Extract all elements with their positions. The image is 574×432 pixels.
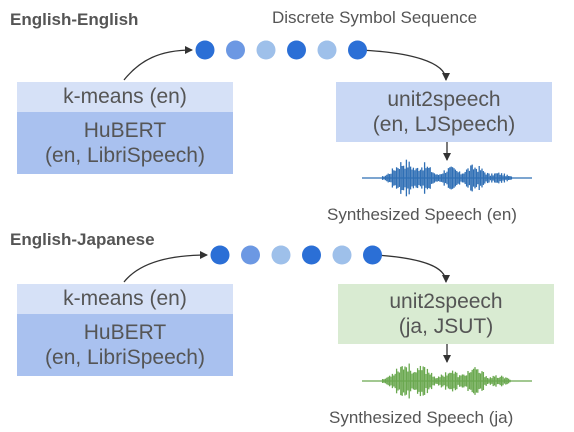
section-title-english-japanese: English-Japanese [10, 230, 155, 249]
symbol-dot-ja-3 [271, 245, 291, 265]
hubert-sublabel: (en, LibriSpeech) [45, 346, 205, 369]
kmeans-box-en-en: k-means (en) [17, 82, 233, 112]
symbol-dot-ja-2 [241, 245, 260, 265]
symbol-dot-ja-1 [210, 245, 230, 265]
symbol-dot-ja-4 [302, 245, 321, 265]
kmeans-label: k-means (en) [63, 287, 187, 311]
synthesized-speech-en-caption: Synthesized Speech (en) [327, 205, 517, 224]
symbol-dot-ja-5 [332, 245, 352, 265]
symbol-sequence-en [195, 40, 367, 60]
kmeans-box-en-ja: k-means (en) [17, 284, 233, 314]
unit2speech-sublabel: (ja, JSUT) [398, 315, 494, 338]
waveform-en-icon [362, 159, 532, 197]
symbol-dot-ja-6 [363, 245, 382, 265]
symbol-dot-en-1 [195, 40, 215, 60]
arrow-encoder-to-symbols-ja [123, 251, 208, 283]
symbol-dot-en-6 [348, 40, 367, 60]
hubert-box-en-en: HuBERT (en, LibriSpeech) [17, 112, 233, 174]
arrow-encoder-to-symbols-en [123, 46, 193, 81]
hubert-label: HuBERT [83, 118, 167, 142]
unit2speech-sublabel: (en, LJSpeech) [372, 113, 516, 136]
section-title-english-english: English-English [10, 10, 139, 29]
sequence-label: Discrete Symbol Sequence [272, 8, 478, 27]
symbol-sequence-ja [210, 245, 382, 265]
hubert-box-en-ja: HuBERT (en, LibriSpeech) [17, 314, 233, 376]
unit2speech-label: unit2speech [387, 87, 501, 111]
hubert-label: HuBERT [83, 320, 167, 344]
waveform-ja-icon [362, 363, 532, 399]
symbol-dot-en-4 [287, 40, 306, 60]
symbol-dot-en-2 [226, 40, 245, 60]
unit2speech-label: unit2speech [389, 289, 503, 313]
synthesized-speech-ja-caption: Synthesized Speech (ja) [329, 408, 514, 427]
symbol-dot-en-5 [317, 40, 337, 60]
unit2speech-box-en: unit2speech (en, LJSpeech) [336, 82, 552, 142]
unit2speech-box-ja: unit2speech (ja, JSUT) [338, 284, 554, 344]
symbol-dot-en-3 [256, 40, 276, 60]
arrow-symbols-to-unit2speech-en [357, 49, 450, 81]
kmeans-label: k-means (en) [63, 85, 187, 109]
arrow-symbols-to-unit2speech-ja [375, 254, 450, 283]
hubert-sublabel: (en, LibriSpeech) [45, 144, 205, 167]
